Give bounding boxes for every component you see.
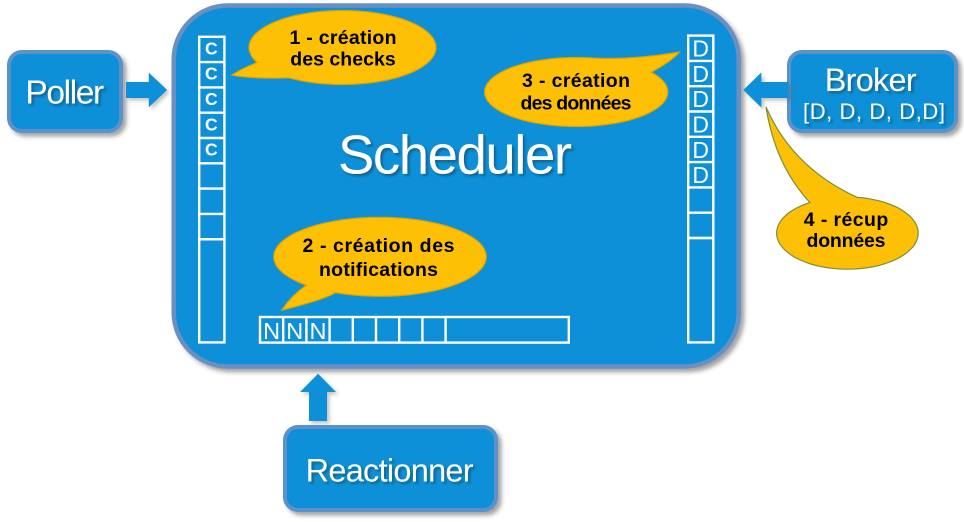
svg-text:des données: des données — [521, 92, 632, 114]
svg-text:Poller: Poller — [25, 75, 104, 112]
svg-text:D: D — [692, 36, 709, 62]
svg-text:C: C — [205, 64, 218, 84]
svg-text:C: C — [205, 89, 218, 109]
svg-text:données: données — [807, 230, 886, 252]
svg-text:D: D — [692, 162, 709, 188]
svg-text:Broker: Broker — [825, 62, 917, 98]
svg-text:C: C — [205, 38, 218, 58]
svg-text:D: D — [692, 86, 709, 112]
svg-text:notifications: notifications — [319, 259, 438, 281]
svg-text:D: D — [692, 137, 709, 163]
svg-text:N: N — [310, 318, 327, 344]
svg-text:N: N — [286, 318, 303, 344]
svg-text:N: N — [263, 318, 280, 344]
svg-text:1 - création: 1 - création — [290, 27, 397, 49]
svg-text:D: D — [692, 112, 709, 138]
svg-text:3 - création: 3 - création — [522, 70, 630, 92]
svg-text:Reactionner: Reactionner — [306, 453, 474, 489]
svg-text:C: C — [205, 140, 218, 160]
svg-text:2 - création des: 2 - création des — [303, 235, 455, 257]
svg-text:4 - récup: 4 - récup — [804, 209, 889, 231]
svg-text:D: D — [692, 61, 709, 87]
svg-text:C: C — [205, 114, 218, 134]
svg-text:Scheduler: Scheduler — [338, 125, 572, 186]
svg-text:des checks: des checks — [290, 49, 396, 71]
svg-text:[D, D, D, D,D]: [D, D, D, D,D] — [803, 99, 945, 124]
